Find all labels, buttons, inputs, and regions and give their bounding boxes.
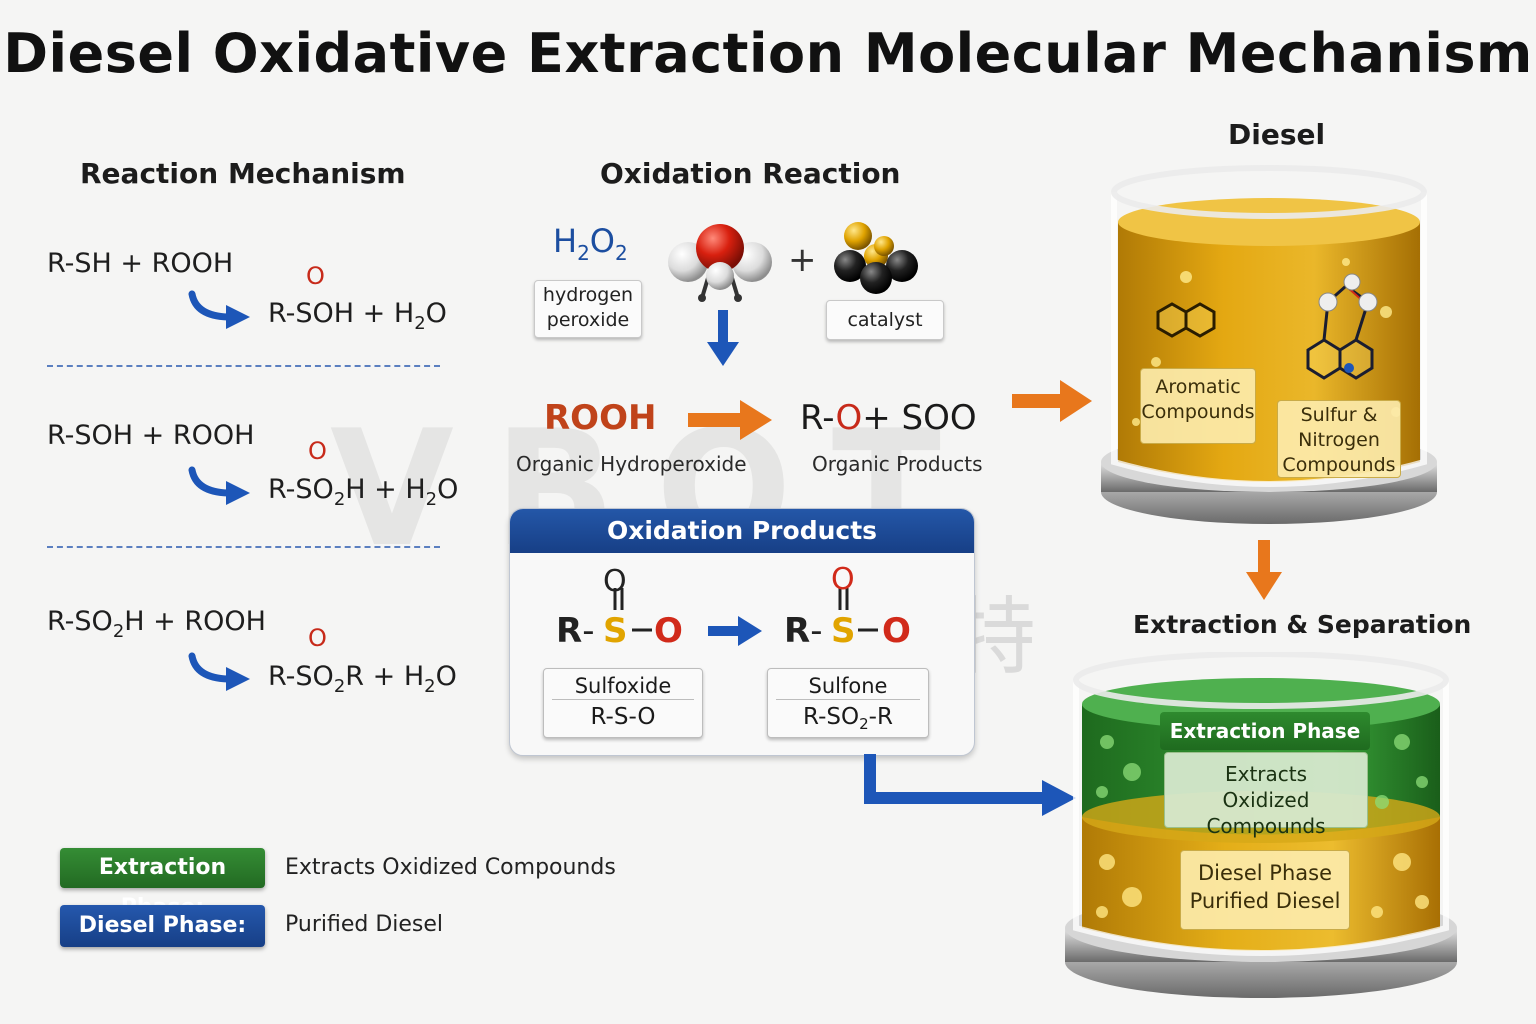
catalyst-label: catalyst xyxy=(826,300,944,340)
rooh-arrow-icon xyxy=(686,398,774,442)
step1-products: R-SOH + H2O xyxy=(268,298,447,329)
oxidation-heading: Oxidation Reaction xyxy=(600,157,901,190)
sulfoxide-to-sulfone-arrow-icon xyxy=(706,614,764,648)
sulfoxide-card: Sulfoxide R-S-O xyxy=(543,668,703,738)
organic-products-label: Organic Products xyxy=(812,452,983,476)
rooh-label: Organic Hydroperoxide xyxy=(516,452,747,476)
h2o2-formula: H2O2 xyxy=(553,222,628,260)
step3-oxygen-icon: O xyxy=(308,624,327,652)
extraction-phase-banner: Extraction Phase xyxy=(1160,712,1370,750)
rooh-formula: ROOH xyxy=(544,398,656,438)
divider-2 xyxy=(47,546,440,548)
sulfoxide-o-top: O xyxy=(603,564,627,599)
divider-1 xyxy=(47,365,440,367)
oxidation-products-heading: Oxidation Products xyxy=(510,509,974,553)
step1-reactants: R-SH + ROOH xyxy=(47,248,233,279)
to-extraction-arrow-icon xyxy=(858,754,1080,824)
sulfone-o-right: O xyxy=(882,611,911,651)
h2o2-label: hydrogen peroxide xyxy=(534,280,642,338)
step3-arrow-icon xyxy=(188,652,254,694)
legend-diesel-desc: Purified Diesel xyxy=(285,912,443,937)
sulfoxide-formula: R-S-O xyxy=(544,700,702,734)
sulfone-o-top: O xyxy=(831,562,855,597)
sulfoxide-o-right: O xyxy=(654,611,683,651)
plus-sign: + xyxy=(788,240,817,280)
step1-oxygen-icon: O xyxy=(306,262,325,290)
sulfone-r: R- xyxy=(784,611,822,651)
sulfoxide-name: Sulfoxide xyxy=(552,669,694,700)
sulfone-card: Sulfone R-SO2-R xyxy=(767,668,929,738)
legend-extraction-desc: Extracts Oxidized Compounds xyxy=(285,855,616,880)
step2-reactants: R-SOH + ROOH xyxy=(47,420,254,451)
legend-diesel-phase: Diesel Phase: xyxy=(60,905,265,947)
sulfoxide-s: S xyxy=(603,611,628,651)
step3-reactants: R-SO2H + ROOH xyxy=(47,606,266,637)
step2-products: R-SO2H + H2O xyxy=(268,474,458,505)
organic-products-formula: R-O+ SOO xyxy=(800,398,977,438)
step2-oxygen-icon: O xyxy=(308,437,327,465)
step3-products: R-SO2R + H2O xyxy=(268,661,457,692)
page-title: Diesel Oxidative Extraction Molecular Me… xyxy=(0,22,1536,85)
extraction-heading: Extraction & Separation xyxy=(1133,610,1471,639)
h2o2-molecule-icon xyxy=(660,218,780,308)
step1-arrow-icon xyxy=(188,290,254,332)
to-diesel-arrow-icon xyxy=(1010,378,1094,424)
sulfone-formula: R-SO2-R xyxy=(768,700,928,734)
sulfone-s: S xyxy=(831,611,856,651)
step2-arrow-icon xyxy=(188,466,254,508)
sulfoxide-r: R- xyxy=(556,611,594,651)
diesel-beaker-icon xyxy=(1096,162,1442,552)
legend-extraction-phase: Extraction Phase: xyxy=(60,848,265,888)
down-arrow-icon xyxy=(705,308,741,370)
sulfone-name: Sulfone xyxy=(776,669,920,700)
diesel-heading: Diesel xyxy=(1228,118,1325,151)
catalyst-molecule-icon xyxy=(828,216,928,296)
to-separation-arrow-icon xyxy=(1244,540,1284,602)
mechanism-heading: Reaction Mechanism xyxy=(80,157,406,190)
